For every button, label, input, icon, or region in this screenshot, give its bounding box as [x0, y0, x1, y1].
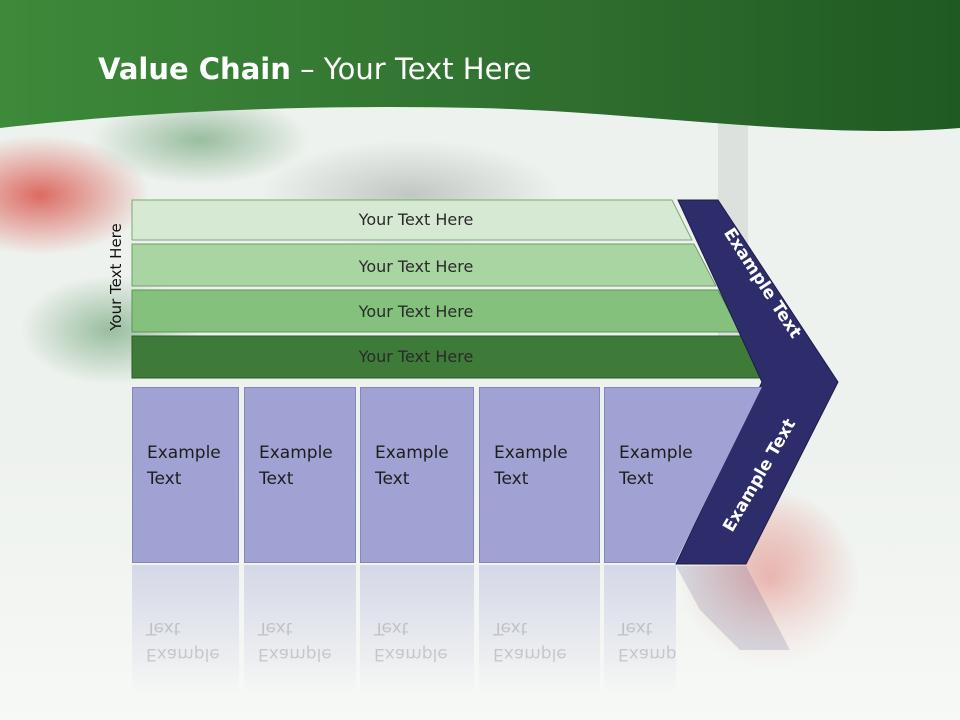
box-4-reflection-label: Example Text: [493, 618, 567, 664]
box-1-reflection-label: Example Text: [146, 618, 220, 664]
box-3-reflection-label: Example Text: [374, 618, 448, 664]
box-5-label: Example Text: [619, 443, 693, 489]
page-title: Value Chain – Your Text Here: [98, 52, 532, 86]
box-5-reflection-label: Example Text: [618, 618, 676, 664]
box-4-reflection: Example Text: [479, 565, 600, 695]
bar-4-label: Your Text Here: [358, 347, 474, 366]
bar-3-label: Your Text Here: [358, 302, 474, 321]
box-5-reflection: Example Text: [604, 565, 676, 695]
box-2-label: Example Text: [259, 443, 333, 489]
page-title-rest: – Your Text Here: [290, 52, 532, 86]
chevron-reflection: [676, 566, 790, 650]
box-2-reflection: Example Text: [244, 565, 356, 695]
bar-1: [131, 199, 693, 241]
box-4-label: Example Text: [494, 443, 568, 489]
box-3: Example Text: [360, 387, 474, 563]
page-title-bold: Value Chain: [98, 52, 291, 86]
box-4: Example Text: [479, 387, 600, 563]
box-1: Example Text: [132, 387, 239, 563]
bar-2-label: Your Text Here: [358, 257, 474, 276]
box-3-label: Example Text: [375, 443, 449, 489]
box-2: Example Text: [244, 387, 356, 563]
box-3-reflection: Example Text: [360, 565, 474, 695]
box-2-reflection-label: Example Text: [258, 618, 332, 664]
bar-1-label: Your Text Here: [358, 210, 474, 229]
box-1-reflection: Example Text: [132, 565, 239, 695]
bar-2: [131, 243, 717, 287]
chevron-arrow: [675, 199, 839, 565]
box-1-label: Example Text: [147, 443, 221, 489]
